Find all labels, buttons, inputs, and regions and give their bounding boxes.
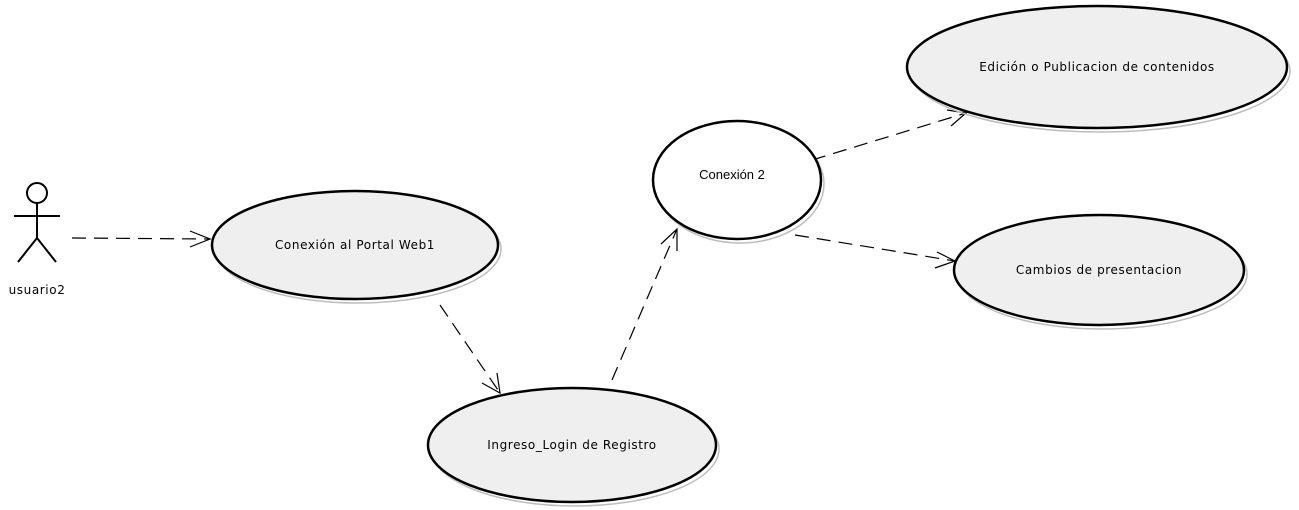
relation-conexion2-cambios <box>794 234 957 269</box>
use-case-label: Ingreso_Login de Registro <box>487 438 657 452</box>
use-case-login[interactable]: Ingreso_Login de Registro <box>426 386 720 507</box>
actor-right-leg <box>36 237 57 263</box>
actor-head <box>26 182 48 204</box>
use-case-label: Edición o Publicacion de contenidos <box>979 60 1215 74</box>
use-case-label: Conexión al Portal Web1 <box>275 238 435 252</box>
relation-conexion2-edicion <box>811 109 968 161</box>
relation-login-conexion2 <box>611 227 678 381</box>
actor-left-leg <box>17 237 38 263</box>
use-case-label: Conexión 2 <box>699 167 765 182</box>
use-case-label: Cambios de presentacion <box>1016 263 1182 277</box>
relation-usuario2-portal <box>71 230 212 248</box>
actor-label: usuario2 <box>9 283 66 297</box>
relation-portal-login <box>439 304 501 395</box>
use-case-portal[interactable]: Conexión al Portal Web1 <box>210 189 502 304</box>
use-case-edicion[interactable]: Edición o Publicacion de contenidos <box>905 4 1291 133</box>
use-case-cambios[interactable]: Cambios de presentacion <box>952 213 1248 330</box>
actor-usuario2[interactable]: usuario2 <box>9 182 66 297</box>
use-case-conexion2[interactable]: Conexión 2 <box>651 119 825 244</box>
